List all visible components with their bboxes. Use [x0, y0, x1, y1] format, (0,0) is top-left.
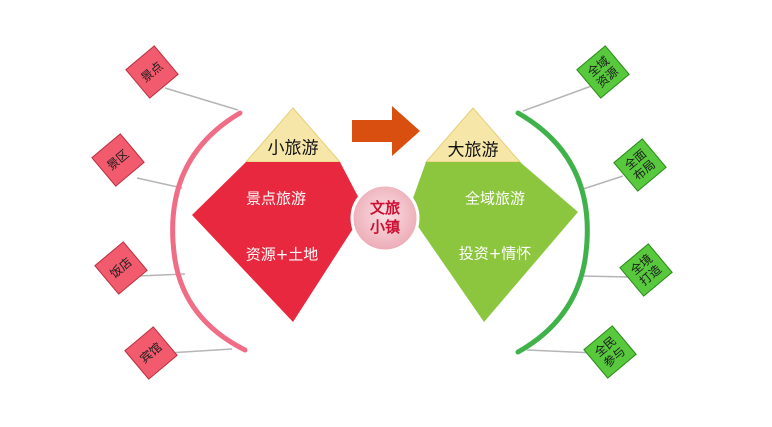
left-header-label: 小旅游	[267, 138, 319, 159]
center-circle	[350, 183, 420, 253]
center-label: 文旅小镇	[369, 199, 400, 236]
left-line2: 资源+土地	[245, 245, 319, 264]
right-line2: 投资+情怀	[458, 244, 532, 263]
left-box-label: 饭店	[107, 254, 135, 282]
right-header-label: 大旅游	[447, 140, 499, 161]
left-line1: 景点旅游	[245, 189, 307, 208]
right-diamond	[408, 162, 578, 322]
left-box-label: 景点	[138, 58, 166, 86]
left-diamond	[192, 162, 365, 322]
right-connector-lines	[522, 83, 631, 354]
left-box-label: 宾馆	[137, 339, 165, 367]
right-arrow-icon	[352, 106, 420, 156]
left-connector-lines	[136, 87, 239, 354]
right-line1: 全域旅游	[464, 189, 526, 208]
left-box-label: 景区	[104, 146, 132, 174]
right-bracket-arc	[515, 110, 590, 355]
left-bracket-arc	[170, 110, 248, 353]
